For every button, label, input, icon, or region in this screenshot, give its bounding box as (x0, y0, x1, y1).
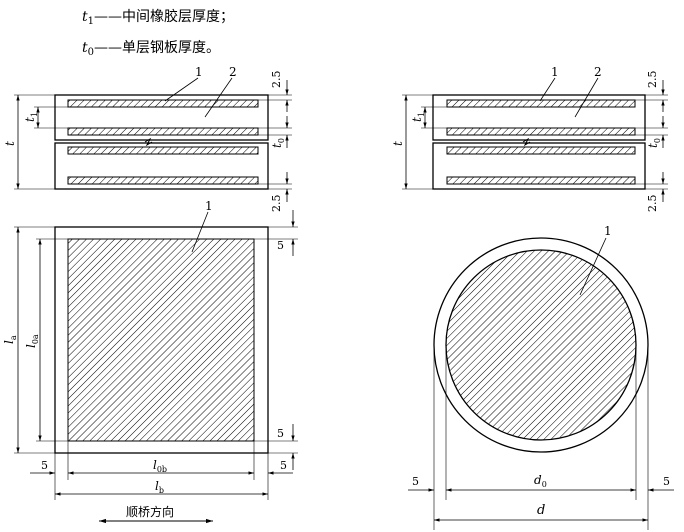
leader-line (574, 77, 599, 118)
plan-outline (54, 226, 269, 454)
callout-steel: 1 (551, 65, 559, 79)
section-lower-block (54, 142, 269, 190)
dim-label-d0: d0 (534, 473, 547, 489)
steel-plate-plan (67, 238, 255, 442)
dim-label-cover: 2.5 (270, 71, 283, 89)
dim-label-t1: t1 (410, 112, 426, 122)
dim-label-la: la (2, 335, 18, 344)
legend-row-t0: t0——单层钢板厚度。 (82, 35, 234, 66)
legend-subscript: 0 (87, 47, 95, 58)
section-upper-block (54, 94, 269, 141)
dim-label-edge: 5 (412, 475, 419, 488)
dim-label-cover: 2.5 (646, 195, 659, 213)
rect-plan-labels: 1 la l0a 5 5 5 5 l0b lb 顺桥方向 (2, 199, 287, 519)
dim-label-edge: 5 (277, 239, 284, 252)
steel-plate (446, 176, 636, 185)
break-mark (144, 137, 153, 147)
dim-label-t1: t1 (23, 112, 39, 122)
leader-line (204, 77, 233, 118)
symbol-legend: t1——中间橡胶层厚度； t0——单层钢板厚度。 (82, 4, 234, 66)
legend-symbol: t (82, 9, 88, 25)
legend-dash: —— (94, 40, 123, 56)
legend-dash: —— (94, 9, 123, 25)
legend-subscript: 1 (87, 16, 95, 27)
dim-label-cover: 2.5 (270, 195, 283, 213)
legend-text: 中间橡胶层厚度； (122, 9, 235, 25)
callout-rubber: 2 (229, 65, 237, 79)
steel-plate-circle (445, 249, 637, 441)
dim-label-lb: lb (155, 479, 164, 495)
dim-label-t0: t0 (270, 138, 286, 148)
dim-label-edge: 5 (280, 459, 287, 472)
leader-line (191, 211, 209, 253)
dim-label-l0a: l0a (24, 334, 40, 348)
steel-plate (67, 146, 259, 155)
callout-steel: 1 (604, 224, 612, 238)
steel-plate (67, 99, 259, 108)
callout-steel: 1 (205, 199, 213, 213)
circ-bearing-plan (408, 237, 674, 530)
legend-text: 单层钢板厚度。 (122, 40, 221, 56)
section-upper-block (432, 94, 646, 141)
dim-label-t: t (3, 141, 17, 146)
rect-bearing-section (14, 77, 292, 202)
bridge-direction-label: 顺桥方向 (126, 504, 174, 519)
steel-plate (446, 146, 636, 155)
break-mark (522, 137, 531, 147)
circ-section-labels: 1 2 t t1 2.5 t0 2.5 (391, 65, 662, 212)
steel-plate (446, 99, 636, 108)
steel-plate (67, 127, 259, 136)
dim-label-edge: 5 (277, 427, 284, 440)
leader-line (539, 77, 556, 102)
circ-bearing-section (402, 77, 668, 202)
circ-plan-labels: 1 5 5 d0 d (412, 224, 670, 518)
dim-label-t0: t0 (646, 138, 662, 148)
callout-steel: 1 (195, 65, 203, 79)
dim-label-d: d (537, 503, 545, 518)
dim-label-t: t (391, 141, 405, 146)
leader-line (164, 77, 199, 102)
section-lower-block (432, 142, 646, 190)
leader-line (579, 237, 607, 296)
legend-row-t1: t1——中间橡胶层厚度； (82, 4, 234, 35)
dim-label-l0b: l0b (153, 458, 167, 474)
dim-label-cover: 2.5 (646, 71, 659, 89)
rect-section-labels: 1 2 t t1 2.5 t0 2.5 (3, 65, 286, 212)
legend-symbol: t (82, 40, 88, 56)
callout-rubber: 2 (594, 65, 602, 79)
rect-bearing-plan (14, 210, 298, 524)
steel-plate (446, 127, 636, 136)
steel-plate (67, 176, 259, 185)
dim-label-edge: 5 (663, 475, 670, 488)
dim-label-edge: 5 (41, 459, 48, 472)
